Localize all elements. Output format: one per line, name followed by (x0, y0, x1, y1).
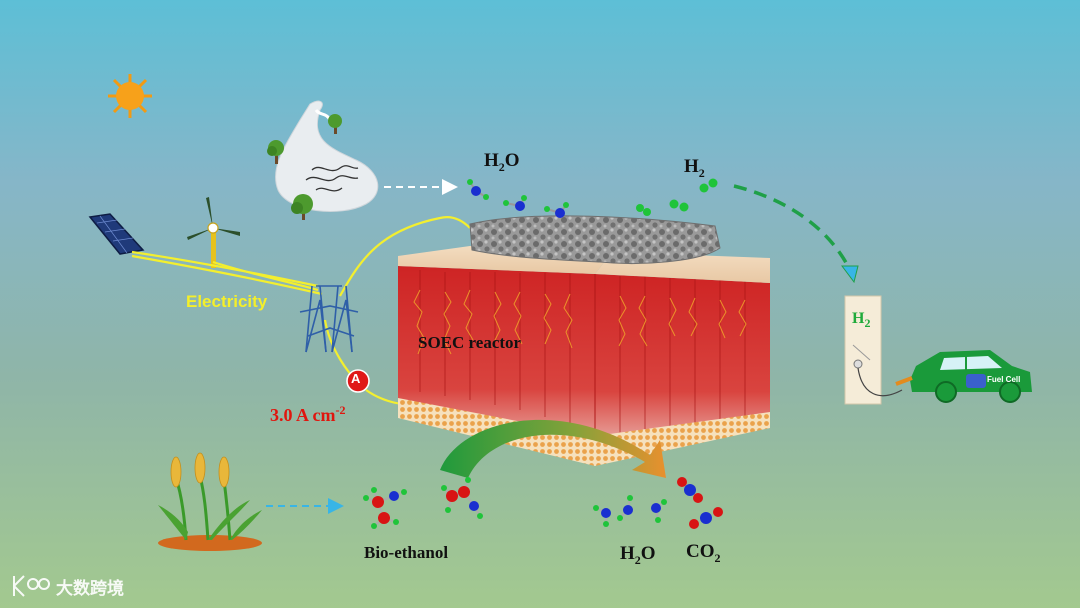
current-density-label: 3.0 A cm-2 (270, 403, 346, 426)
molecule-icon (593, 505, 611, 527)
molecule-icon (651, 499, 667, 523)
watermark-text: 大数跨境 (56, 574, 124, 599)
molecule-icon (617, 495, 633, 521)
molecule-icon (363, 487, 407, 529)
molecule-icon (689, 507, 723, 529)
molecule-icon (677, 477, 703, 503)
watermark-logo (14, 576, 49, 596)
sun-icon (108, 74, 152, 118)
molecule-icon (503, 195, 527, 211)
carbon-dioxide-label: CO2 (686, 541, 721, 566)
tree-icon (328, 114, 342, 134)
molecule-icon (467, 179, 489, 200)
solar-panel-icon (90, 214, 143, 254)
wind-turbine-icon (187, 197, 240, 268)
water-product-label: H2O (620, 543, 656, 568)
water-label: H2O (484, 150, 520, 175)
wheat-crop-icon (158, 453, 262, 551)
electricity-label: Electricity (186, 292, 267, 312)
station-hydrogen-label: H2 (852, 310, 870, 331)
molecule-icon (670, 200, 689, 212)
fuel-cell-label: Fuel Cell (987, 375, 1020, 384)
river-landscape-icon (275, 101, 377, 211)
ammeter-symbol: A (351, 371, 360, 386)
bio-ethanol-label: Bio-ethanol (364, 543, 448, 563)
hydrogen-label: H2 (684, 156, 705, 181)
transmission-tower-icon (300, 286, 358, 352)
molecule-icon (441, 477, 483, 519)
reactor-label: SOEC reactor (418, 333, 521, 353)
molecule-icon (636, 204, 651, 216)
